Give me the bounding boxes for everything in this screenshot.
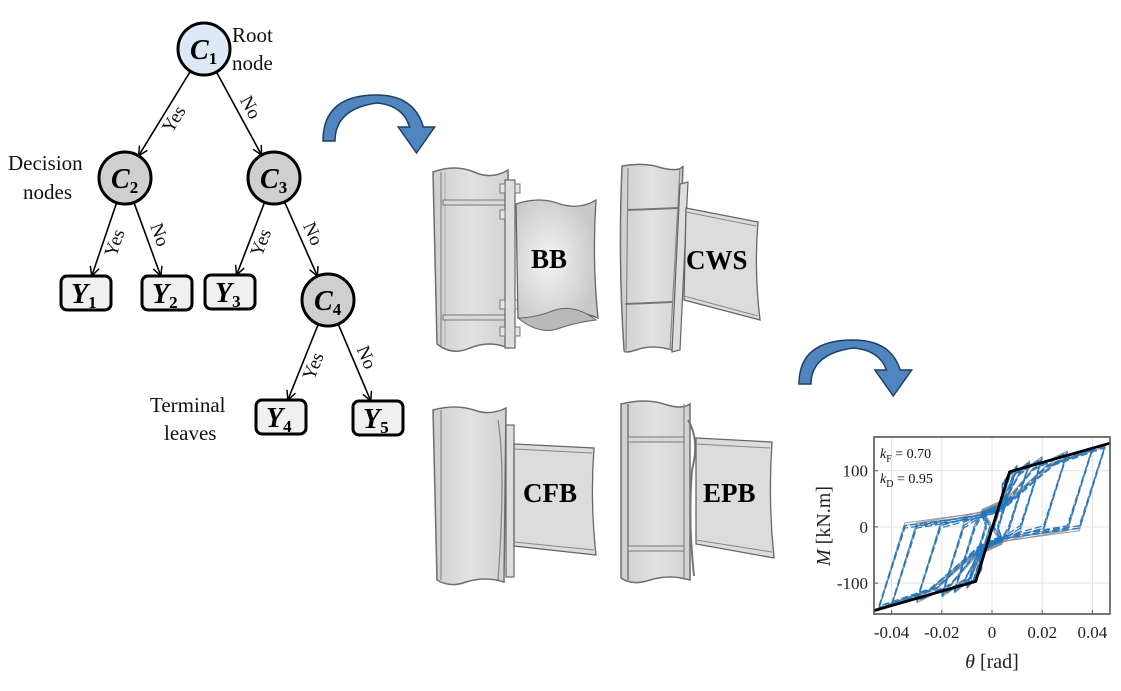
leaf-symbol: Y1 [71,279,97,312]
x-axis-label: θ [rad] [965,651,1019,673]
x-tick-label: 0 [988,623,997,642]
hysteresis-loop-model [953,461,1031,593]
tree-leaf-y3: Y3 [203,273,257,311]
curved-arrow-icon [322,94,437,155]
edge-label-yes: Yes [299,350,329,383]
tree-node-c3: C3 [246,150,302,206]
connection-label-cfb: CFB [523,478,577,508]
hysteresis-loop-model [916,453,1068,601]
node-symbol: C2 [111,164,138,197]
hysteresis-chart: -0.04 -0.02 0 0.02 0.04 -100 0 100 kF = 0.70 kD… [813,436,1111,673]
tree-edge-C2-Y1 [92,202,118,276]
edge-label-yes: Yes [101,227,130,260]
edge-label-no: No [235,92,265,122]
node-symbol: C1 [190,35,217,68]
connection-epb: EPB [620,400,775,584]
tree-edge-C1-C3 [215,71,261,155]
tree-node-c1: C1 [176,21,232,77]
tree-node-c2: C2 [97,150,153,206]
flow-arrow-1 [322,94,437,155]
tree-edge-C4-Y5 [337,323,371,401]
tree-leaf-y4: Y4 [254,398,308,436]
tree-leaf-y1: Y1 [59,274,113,312]
leaf-symbol: Y4 [266,403,292,436]
tree-edge-C3-C4 [283,201,318,276]
tree-edge-C4-Y4 [288,323,320,400]
y-axis-label: M [kN.m] [813,486,835,567]
tree-edge-C3-Y3 [237,201,266,275]
terminal-leaves-label-line1: Terminal [150,393,226,417]
root-node-label-line1: Root [232,23,273,47]
decision-nodes-label-line1: Decision [8,151,83,175]
connection-cfb: CFB [432,406,597,586]
hysteresis-loop-model [916,451,1068,603]
leaf-symbol: Y3 [215,278,241,311]
hysteresis-loop-experimental [941,456,1043,598]
tree-edge-C2-Y2 [133,202,161,276]
connection-bb: BB [432,167,599,352]
x-tick-label: 0.02 [1027,623,1057,642]
x-tick-label: -0.02 [924,623,959,642]
curved-arrow-icon [798,339,914,398]
backbone-curve [874,441,1110,612]
edge-label-yes: Yes [158,102,190,137]
tree-leaf-y2: Y2 [140,274,194,312]
x-tick-label: 0.04 [1078,623,1108,642]
annotation-kd: kD = 0.95 [880,472,933,490]
tree-edge-C1-C2 [139,70,192,156]
y-tick-label: -100 [837,574,868,593]
edge-label-yes: Yes [247,226,277,259]
y-tick-label: 0 [860,518,869,537]
leaf-symbol: Y5 [363,404,389,437]
connection-label-bb: BB [531,244,567,274]
node-symbol: C3 [260,164,287,197]
hysteresis-loop-model [878,447,1106,607]
connection-label-epb: EPB [703,478,756,508]
terminal-leaves-label-line2: leaves [164,421,216,445]
tree-node-c4: C4 [300,272,356,328]
hysteresis-loop-model [941,457,1043,597]
node-symbol: C4 [314,286,342,319]
x-tick-label: -0.04 [874,623,910,642]
flow-arrow-2 [798,339,914,398]
connection-label-cws: CWS [686,245,748,275]
annotation-kf: kF = 0.70 [880,447,931,465]
hysteresis-loop-model [953,462,1031,591]
edge-label-no: No [298,219,327,249]
hysteresis-loop-model [966,465,1018,589]
y-tick-label: 100 [843,462,869,481]
decision-nodes-label-line2: nodes [23,180,72,204]
root-node-label-line2: node [232,51,273,75]
connection-cws: CWS [619,163,761,353]
tree-leaf-y5: Y5 [351,399,405,437]
leaf-symbol: Y2 [152,279,178,312]
